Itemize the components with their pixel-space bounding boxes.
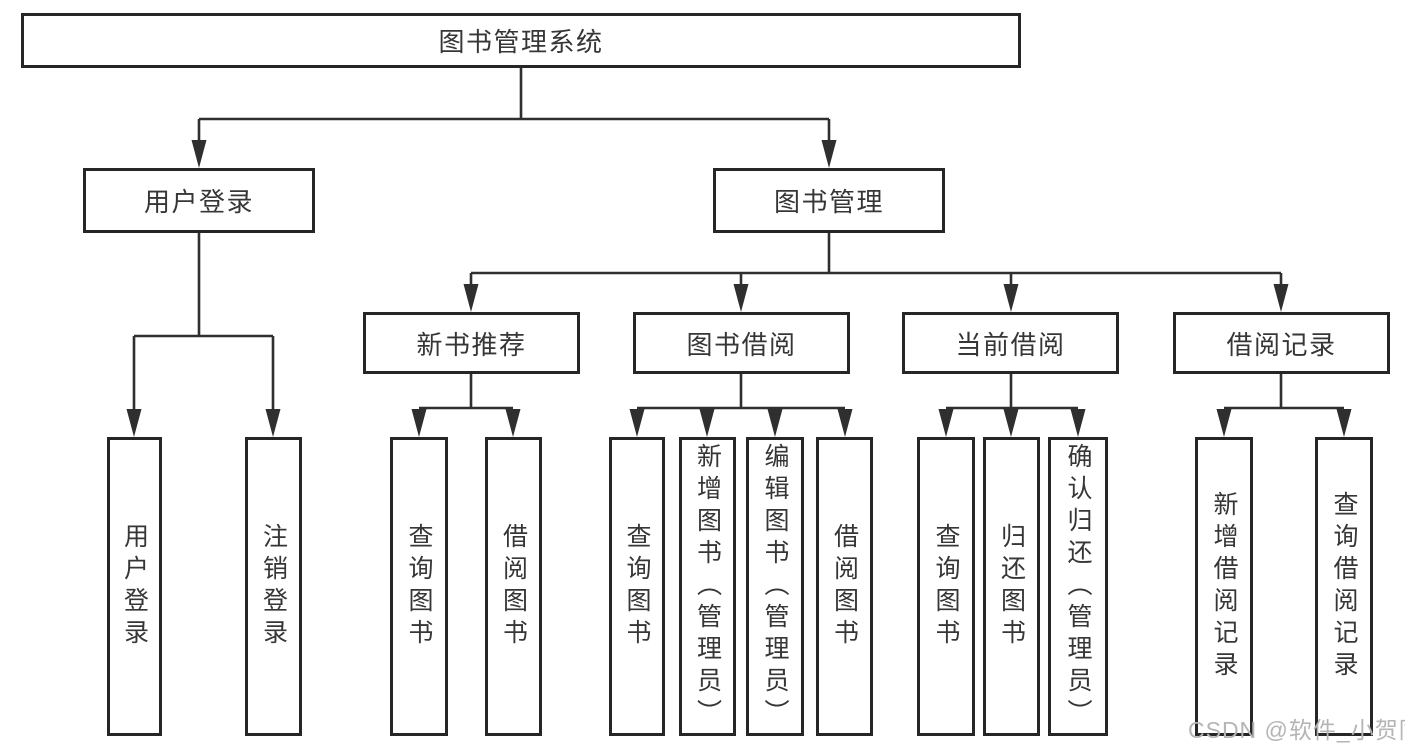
leaf-label: 借阅图书 [830, 522, 859, 651]
leaf-label: 编辑图书（管理员） [761, 442, 789, 731]
node-book-borrowing: 图书借阅 [633, 312, 850, 374]
leaf-label: 归还图书 [997, 522, 1026, 651]
node-borrow-books-borrowing: 借阅图书 [816, 437, 873, 736]
leaf-label: 查询图书 [932, 522, 960, 651]
edge-root-to-level2 [191, 68, 837, 168]
node-query-borrow-record: 查询借阅记录 [1315, 437, 1373, 736]
node-query-books-borrowing: 查询图书 [609, 437, 665, 736]
edge-current-borrowing-to-leaves [938, 374, 1086, 437]
node-add-borrow-record: 新增借阅记录 [1195, 437, 1253, 736]
node-edit-books-admin: 编辑图书（管理员） [746, 437, 804, 736]
node-return-books: 归还图书 [983, 437, 1040, 736]
node-current-borrowing: 当前借阅 [902, 312, 1119, 374]
edge-book-borrowing-to-leaves [629, 374, 853, 437]
node-borrowing-records: 借阅记录 [1173, 312, 1390, 374]
node-user-login-action: 用户登录 [107, 437, 162, 736]
leaf-label: 新增图书（管理员） [693, 442, 722, 731]
node-borrow-books-recommend: 借阅图书 [485, 437, 542, 736]
leaf-label: 查询图书 [405, 522, 433, 651]
edge-new-book-recommendation-to-leaves [411, 374, 521, 437]
edge-book-management-to-level3 [463, 233, 1289, 312]
node-query-books-current: 查询图书 [917, 437, 975, 736]
watermark-text: CSDN @软件_小贺同学 [1188, 717, 1405, 743]
leaf-label: 查询借阅记录 [1330, 490, 1358, 683]
node-user-login: 用户登录 [83, 168, 315, 233]
leaf-label: 借阅图书 [499, 522, 528, 651]
node-query-books-recommend: 查询图书 [390, 437, 448, 736]
leaf-label: 新增借阅记录 [1210, 490, 1238, 683]
node-library-management-system: 图书管理系统 [21, 13, 1021, 68]
node-new-book-recommendation: 新书推荐 [363, 312, 580, 374]
node-confirm-return-admin: 确认归还（管理员） [1048, 437, 1108, 736]
leaf-label: 用户登录 [120, 522, 149, 651]
leaf-label: 注销登录 [259, 522, 288, 651]
node-book-management: 图书管理 [713, 168, 945, 233]
leaf-label: 查询图书 [623, 522, 651, 651]
node-add-books-admin: 新增图书（管理员） [679, 437, 736, 736]
leaf-label: 确认归还（管理员） [1064, 442, 1092, 731]
edge-borrowing-records-to-leaves [1216, 374, 1352, 437]
edge-user-login-to-leaves [126, 233, 281, 437]
node-logout: 注销登录 [245, 437, 302, 736]
